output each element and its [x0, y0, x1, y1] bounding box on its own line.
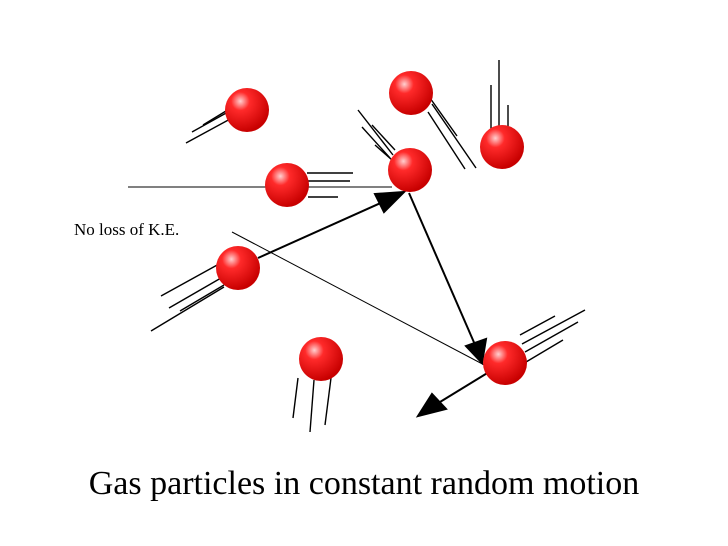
motion-streaks [150, 60, 586, 433]
streak [429, 97, 458, 137]
streak [374, 144, 393, 161]
streak [371, 124, 396, 151]
arrowhead-2 [464, 337, 488, 366]
leader-line-lower [231, 231, 491, 369]
streak [168, 277, 222, 309]
particle-4 [265, 163, 309, 207]
trajectory-segment-2 [408, 192, 477, 348]
particles [216, 71, 527, 385]
streak [324, 377, 332, 426]
streak [361, 126, 391, 159]
slide-caption: Gas particles in constant random motion [88, 465, 640, 502]
streak [179, 284, 225, 312]
streak [160, 263, 220, 297]
streak [202, 110, 227, 126]
streak [525, 339, 564, 363]
streak [191, 111, 229, 133]
particle-1 [225, 88, 269, 132]
streak [431, 103, 477, 169]
particle-7 [299, 337, 343, 381]
streak [427, 111, 466, 170]
trajectory-segment-3 [439, 371, 490, 403]
streak [524, 321, 579, 353]
streak [521, 309, 586, 345]
particle-8 [483, 341, 527, 385]
particle-5 [388, 148, 432, 192]
streak [150, 286, 225, 332]
arrowhead-3 [415, 392, 448, 418]
streak [519, 315, 556, 336]
particle-6 [216, 246, 260, 290]
particle-3 [480, 125, 524, 169]
annotation-leaders [128, 186, 491, 369]
trajectory [257, 190, 490, 418]
streak [185, 117, 233, 144]
streak [357, 109, 394, 156]
arrowhead-1 [373, 190, 407, 214]
trajectory-segment-1 [257, 200, 386, 259]
streak [309, 379, 315, 433]
particle-2 [389, 71, 433, 115]
annotation-label: No loss of K.E. [74, 220, 180, 239]
streak [292, 377, 299, 419]
